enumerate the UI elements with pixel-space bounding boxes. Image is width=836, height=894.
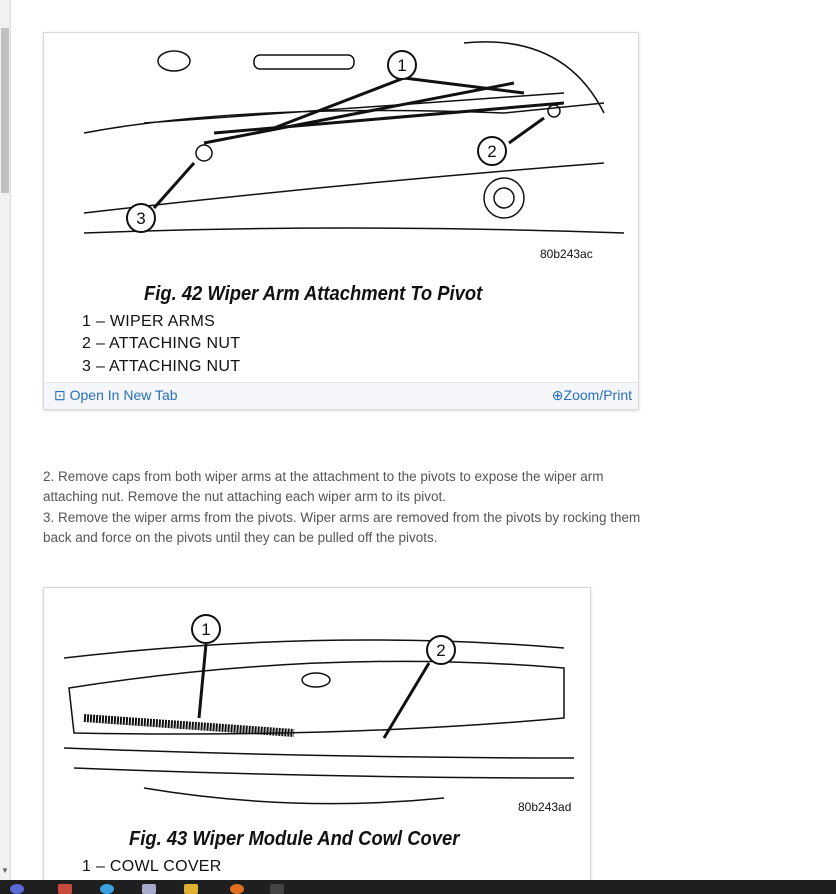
figure-footer: ⊡ Open In New Tab ⊕Zoom/Print (44, 382, 638, 409)
scrollbar[interactable]: ▼ (0, 0, 11, 880)
figure-code: 80b243ad (518, 800, 572, 814)
app-icon[interactable] (142, 884, 156, 894)
figure-43: 1 2 80b243ad Fig. 43 Wiper Module And Co… (43, 587, 591, 889)
figure-caption: Fig. 43 Wiper Module And Cowl Cover (129, 828, 460, 850)
callout-2: 2 (436, 641, 445, 660)
taskbar (0, 880, 836, 894)
zoom-print-link[interactable]: ⊕Zoom/Print (551, 387, 632, 403)
zoom-icon: ⊕ (551, 387, 564, 403)
app-icon[interactable] (58, 884, 72, 894)
legend-item: 1 – COWL COVER (82, 858, 222, 875)
step-2-text: 2. Remove caps from both wiper arms at t… (43, 469, 604, 504)
legend-item: 1 – WIPER ARMS (82, 313, 216, 330)
app-icon[interactable] (230, 884, 244, 894)
new-tab-icon: ⊡ (54, 387, 66, 403)
app-icon[interactable] (10, 884, 24, 894)
scroll-down-arrow[interactable]: ▼ (1, 866, 9, 875)
wiper-arm-diagram: 1 2 3 (83, 41, 625, 234)
open-in-new-tab-link[interactable]: ⊡ Open In New Tab (54, 387, 178, 403)
callout-3: 3 (136, 209, 145, 228)
callout-2: 2 (487, 142, 496, 161)
app-icon[interactable] (270, 884, 284, 894)
legend-item: 3 – ATTACHING NUT (82, 358, 241, 375)
figure-42: 1 2 3 80b243ac Fig. 42 Wiper Arm Attachm… (43, 32, 639, 410)
app-icon[interactable] (184, 884, 198, 894)
callout-1: 1 (201, 620, 210, 639)
scrollbar-thumb[interactable] (1, 28, 9, 193)
figure-code: 80b243ac (540, 247, 593, 261)
step-3-text: 3. Remove the wiper arms from the pivots… (43, 510, 641, 545)
cowl-cover-diagram: 1 2 (63, 614, 575, 805)
legend-item: 2 – ATTACHING NUT (82, 335, 241, 352)
figure-caption: Fig. 42 Wiper Arm Attachment To Pivot (144, 283, 483, 305)
callout-1: 1 (397, 56, 406, 75)
app-icon[interactable] (100, 884, 114, 894)
